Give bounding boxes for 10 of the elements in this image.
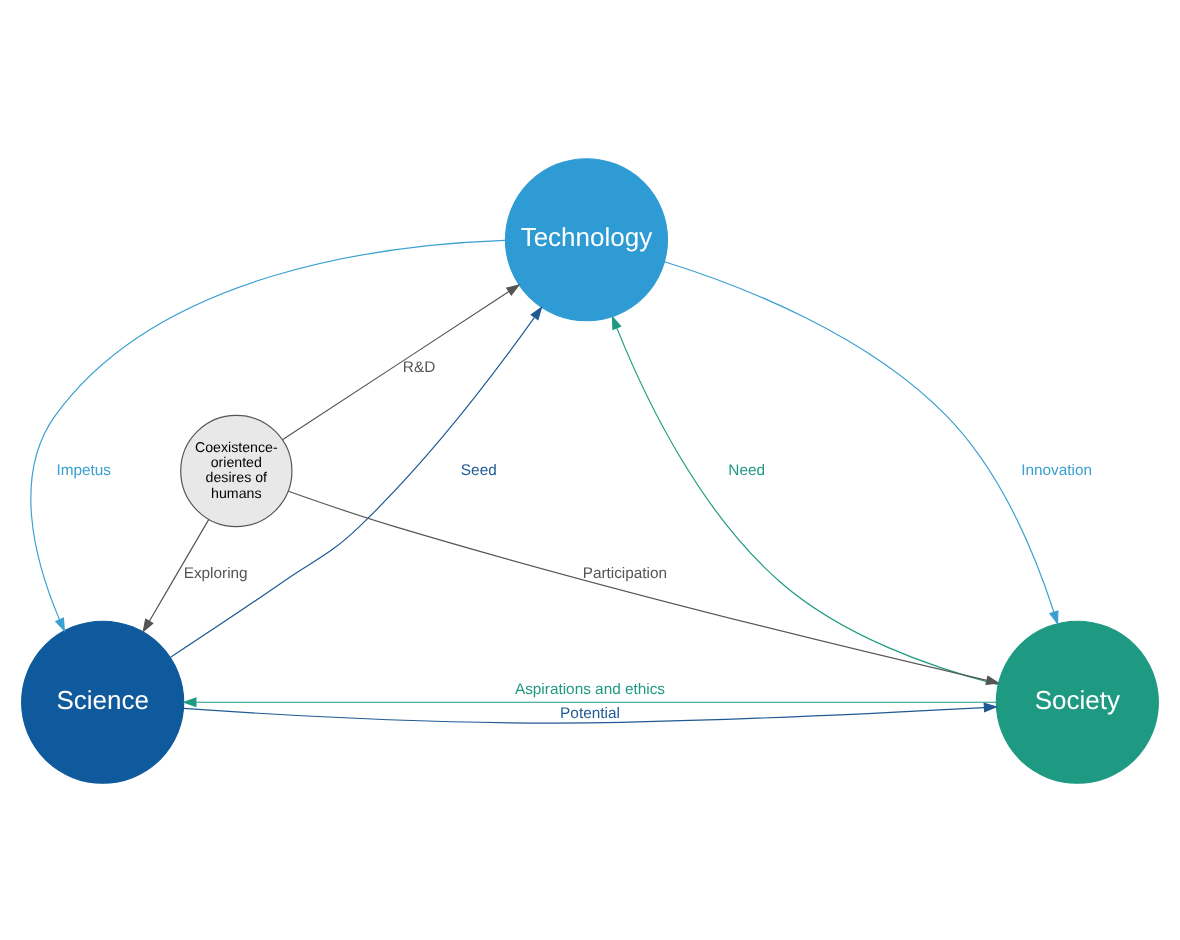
arrow: [611, 314, 999, 685]
arrow: [170, 305, 543, 657]
arrow: [281, 283, 521, 440]
arrow: [287, 489, 1001, 685]
arrow: [182, 701, 998, 723]
arrow: [182, 696, 997, 707]
arrow: [663, 260, 1059, 625]
arrow: [142, 518, 210, 633]
arrow: [30, 238, 506, 632]
node-circle: Society: [995, 619, 1159, 783]
